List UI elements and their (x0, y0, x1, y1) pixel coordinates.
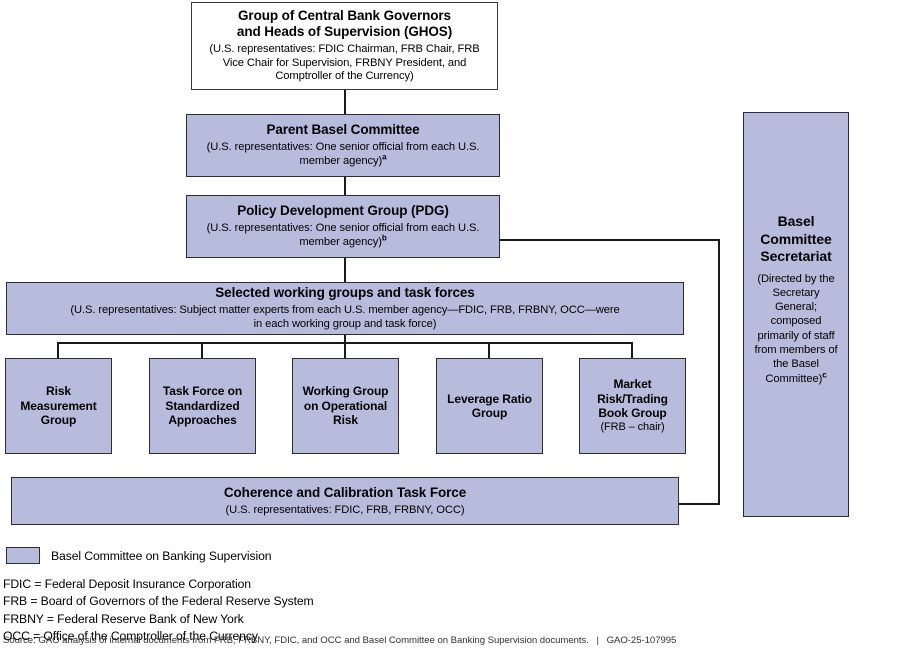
node-leverage-ratio-group: Leverage Ratio Group (436, 358, 543, 454)
node-policy-development-group-subtitle: (U.S. representatives: One senior offici… (206, 222, 480, 248)
node-risk-measurement-group-title: Risk Measurement Group (20, 384, 97, 428)
connector-coherence-right-stub (679, 503, 720, 505)
connector-working-groups-drop (344, 335, 346, 343)
node-basel-committee-secretariat: Basel Committee Secretariat (Directed by… (743, 112, 849, 517)
source-text: Source: GAO analysis of internal documen… (3, 635, 589, 646)
node-selected-working-groups-title: Selected working groups and task forces (215, 285, 475, 301)
abbreviation-occ: OCC = Office of the Comptroller of the C… (3, 628, 258, 643)
connector-pdg-right-stub (500, 239, 720, 241)
node-parent-basel-committee-subtitle: (U.S. representatives: One senior offici… (206, 141, 480, 167)
node-policy-development-group: Policy Development Group (PDG) (U.S. rep… (186, 195, 500, 258)
connector-drop-group1 (57, 342, 59, 358)
connector-ghos-to-parent (344, 90, 346, 114)
source-separator: | (596, 635, 600, 646)
node-basel-committee-secretariat-title: Basel Committee Secretariat (760, 213, 832, 264)
node-policy-development-group-title: Policy Development Group (PDG) (237, 203, 449, 219)
node-working-group-operational-risk: Working Group on Operational Risk (292, 358, 399, 454)
abbreviation-fdic: FDIC = Federal Deposit Insurance Corpora… (3, 577, 251, 591)
abbreviation-frb: FRB = Board of Governors of the Federal … (3, 594, 314, 609)
footnote-marker-b: b (381, 233, 387, 243)
connector-drop-group4 (488, 342, 490, 358)
source-line: Source: GAO analysis of internal documen… (3, 635, 676, 646)
node-parent-basel-committee: Parent Basel Committee (U.S. representat… (186, 114, 500, 177)
node-market-risk-trading-book-group: Market Risk/Trading Book Group (FRB – ch… (579, 358, 686, 454)
node-market-risk-trading-book-group-subtitle: (FRB – chair) (600, 421, 665, 434)
node-basel-committee-secretariat-subtitle: (Directed by the Secretary General; comp… (754, 272, 838, 385)
node-ghos-title-line2: and Heads of Supervision (GHOS) (236, 24, 453, 40)
node-working-group-operational-risk-title: Working Group on Operational Risk (302, 384, 389, 428)
node-parent-basel-committee-title: Parent Basel Committee (266, 122, 420, 138)
footnote-marker-c: c (822, 370, 827, 380)
node-ghos: Group of Central Bank Governors and Head… (191, 2, 498, 90)
node-selected-working-groups-subtitle: (U.S. representatives: Subject matter ex… (70, 304, 620, 330)
node-coherence-calibration-task-force: Coherence and Calibration Task Force (U.… (11, 477, 679, 525)
node-risk-measurement-group: Risk Measurement Group (5, 358, 112, 454)
node-coherence-calibration-task-force-title: Coherence and Calibration Task Force (223, 484, 467, 500)
legend-swatch-basel-committee (6, 547, 40, 564)
connector-pdg-to-working-groups (344, 258, 346, 282)
abbreviation-frbny: FRBNY = Federal Reserve Bank of New York (3, 611, 244, 626)
node-ghos-subtitle: (U.S. representatives: FDIC Chairman, FR… (209, 42, 480, 83)
source-report-id: GAO-25-107995 (606, 635, 677, 646)
node-ghos-title: Group of Central Bank Governors and Head… (237, 8, 452, 40)
connector-drop-group2 (201, 342, 203, 358)
node-selected-working-groups: Selected working groups and task forces … (6, 282, 684, 335)
connector-drop-group5 (631, 342, 633, 358)
legend: Basel Committee on Banking Supervision (6, 547, 272, 564)
abbreviation-list: FDIC = Federal Deposit Insurance Corpora… (3, 576, 314, 645)
node-leverage-ratio-group-title: Leverage Ratio Group (447, 391, 532, 420)
footnote-marker-a: a (382, 152, 387, 162)
node-market-risk-trading-book-group-title: Market Risk/Trading Book Group (597, 377, 668, 420)
connector-drop-group3 (344, 342, 346, 358)
connector-parent-to-pdg (344, 177, 346, 195)
connector-right-riser (718, 239, 720, 505)
node-coherence-calibration-task-force-subtitle: (U.S. representatives: FDIC, FRB, FRBNY,… (225, 503, 465, 516)
node-task-force-standardized-approaches-title: Task Force on Standardized Approaches (162, 384, 243, 428)
legend-label-basel-committee: Basel Committee on Banking Supervision (51, 548, 272, 563)
node-task-force-standardized-approaches: Task Force on Standardized Approaches (149, 358, 256, 454)
node-ghos-title-line1: Group of Central Bank Governors (238, 8, 451, 24)
